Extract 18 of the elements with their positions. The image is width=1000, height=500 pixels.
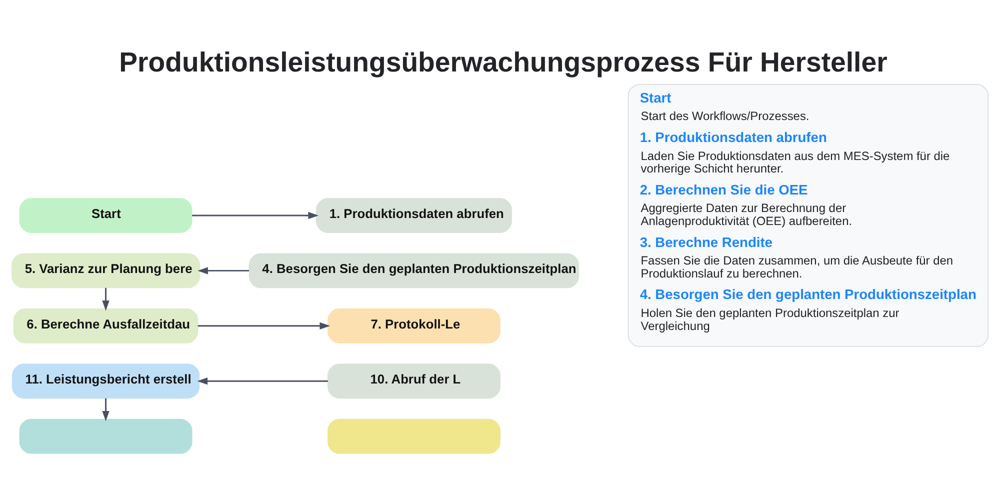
- node-box: Start Start des Workflows/Prozesses. 1. Produktionsdaten abrufen Laden Sie Produktionsdaten aus dem MES-System für die vorherige Schicht herunter. 2. Berechnen Sie die OEE Aggregierte Daten zur Berechnung der Anlagenproduktivität (OEE) aufbereiten. 3. Berechne Rendite Fassen Sie die Daten zusammen, um die Ausbeute für den Produktionslauf zu berechnen. 4. Besorgen Sie den geplanten Produktionszeitplan Holen Sie den geplanten Produktionszeitplan zur Vergleichung: [628, 84, 989, 348]
- arrow: [198, 322, 330, 330]
- node-box: 11. Leistungsbericht erstell: [12, 364, 200, 399]
- node-box: 4. Besorgen Sie den geplanten Produktionszeitplan: [248, 253, 580, 288]
- arrow: [192, 212, 319, 220]
- arrow: [197, 377, 328, 385]
- node-box: 6. Berechne Ausfallzeitdau: [13, 308, 198, 344]
- node-box: 1. Produktionsdaten abrufen: [316, 198, 512, 233]
- diagram-title: Produktionsleistungsüberwachungsprozess Für Hersteller: [119, 46, 888, 78]
- node-box: [19, 418, 192, 454]
- arrow: [102, 398, 110, 422]
- node-box: 10. Abruf der L: [328, 364, 500, 399]
- arrow: [102, 288, 110, 311]
- node-box: [328, 418, 500, 454]
- node-box: Start: [19, 198, 192, 233]
- node-box: 5. Varianz zur Planung bere: [11, 253, 200, 288]
- node-box: 7. Protokoll-Le: [328, 308, 500, 344]
- arrow: [198, 267, 250, 274]
